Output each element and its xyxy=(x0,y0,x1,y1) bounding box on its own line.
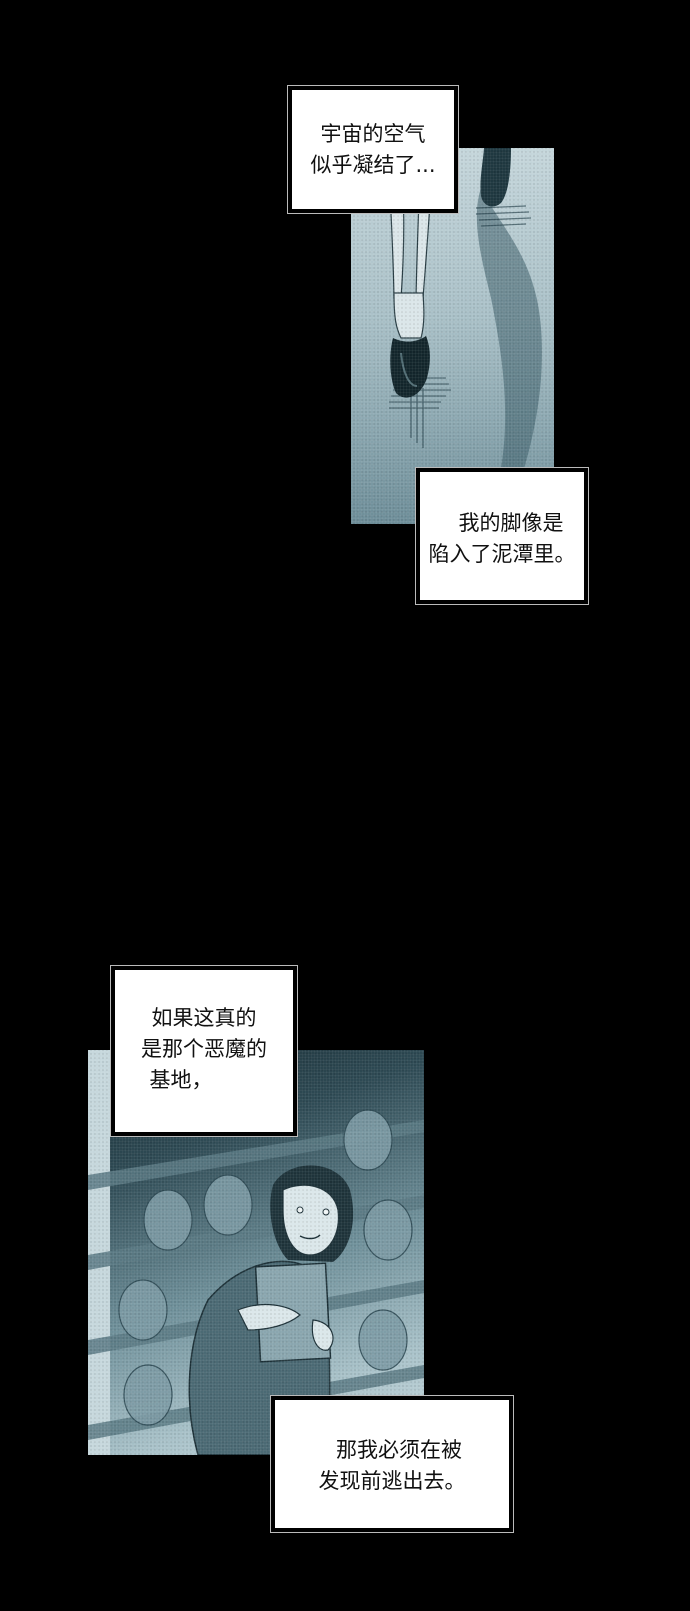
caption-text-3: 如果这真的 是那个恶魔的 基地， xyxy=(141,1003,267,1096)
caption-box-3: 如果这真的 是那个恶魔的 基地， xyxy=(110,965,298,1137)
caption-box-4: 那我必须在被 发现前逃出去。 xyxy=(270,1395,514,1533)
shelf-illustration xyxy=(88,1050,424,1455)
caption-line: 基地， xyxy=(149,1067,213,1092)
caption-line: 那我必须在被 xyxy=(336,1438,462,1462)
caption-box-1: 宇宙的空气 似乎凝结了... xyxy=(287,85,459,214)
caption-line: 陷入了泥潭里。 xyxy=(428,542,576,566)
caption-text-1: 宇宙的空气 似乎凝结了... xyxy=(310,119,435,181)
caption-box-2: 我的脚像是 陷入了泥潭里。 xyxy=(415,467,589,605)
caption-line: 宇宙的空气 xyxy=(320,121,426,146)
caption-line: 如果这真的 xyxy=(151,1005,257,1030)
caption-text-2: 我的脚像是 陷入了泥潭里。 xyxy=(429,502,576,570)
caption-line: 是那个恶魔的 xyxy=(141,1036,267,1061)
caption-line: 我的脚像是 xyxy=(458,511,564,535)
caption-text-4: 那我必须在被 发现前逃出去。 xyxy=(319,1431,466,1497)
caption-line: 发现前逃出去。 xyxy=(318,1469,466,1493)
caption-line: 似乎凝结了... xyxy=(310,152,436,177)
